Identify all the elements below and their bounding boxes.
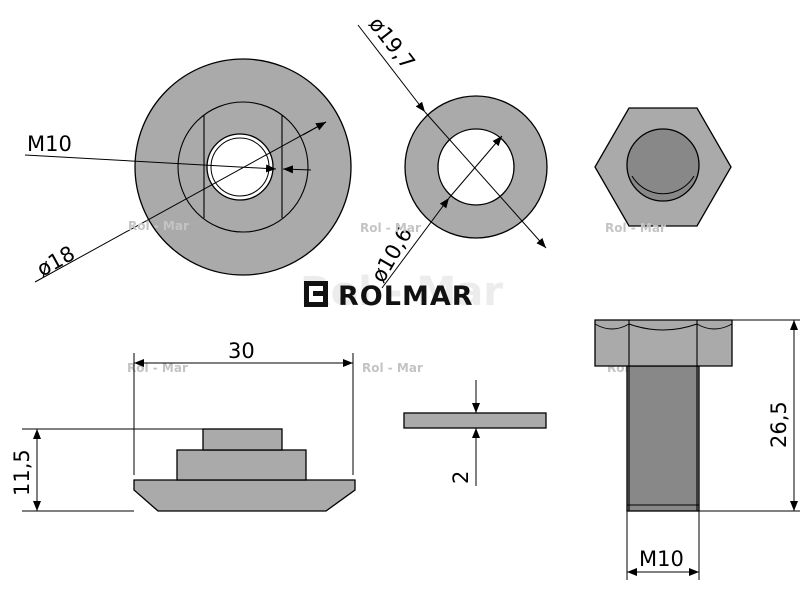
hex-bolt-top-view <box>594 107 732 227</box>
dim-length-30: 30 <box>228 339 255 363</box>
watermark: Rol - Mar <box>362 361 423 375</box>
tnut-side-view <box>133 428 356 512</box>
dim-thread-bottom: M10 <box>639 547 684 571</box>
hex-bolt-side-view <box>594 319 733 512</box>
dim-thickness-2: 2 <box>449 471 473 484</box>
watermark: Rol - Mar <box>605 221 666 235</box>
dim-outer-diameter: ø18 <box>33 241 79 281</box>
watermark: Rol - Mar <box>128 219 189 233</box>
watermark: Rol - Mar <box>360 221 421 235</box>
ghost-brand-text: Rol - Mar <box>300 269 503 315</box>
washer-side-view <box>403 412 547 429</box>
dim-thread-top: M10 <box>27 132 72 156</box>
brand-name: ROLMAR <box>338 281 474 312</box>
dim-height-11-5: 11,5 <box>10 449 34 496</box>
rolmar-logo: ROLMAR <box>304 281 474 312</box>
dim-length-26-5: 26,5 <box>767 401 791 448</box>
